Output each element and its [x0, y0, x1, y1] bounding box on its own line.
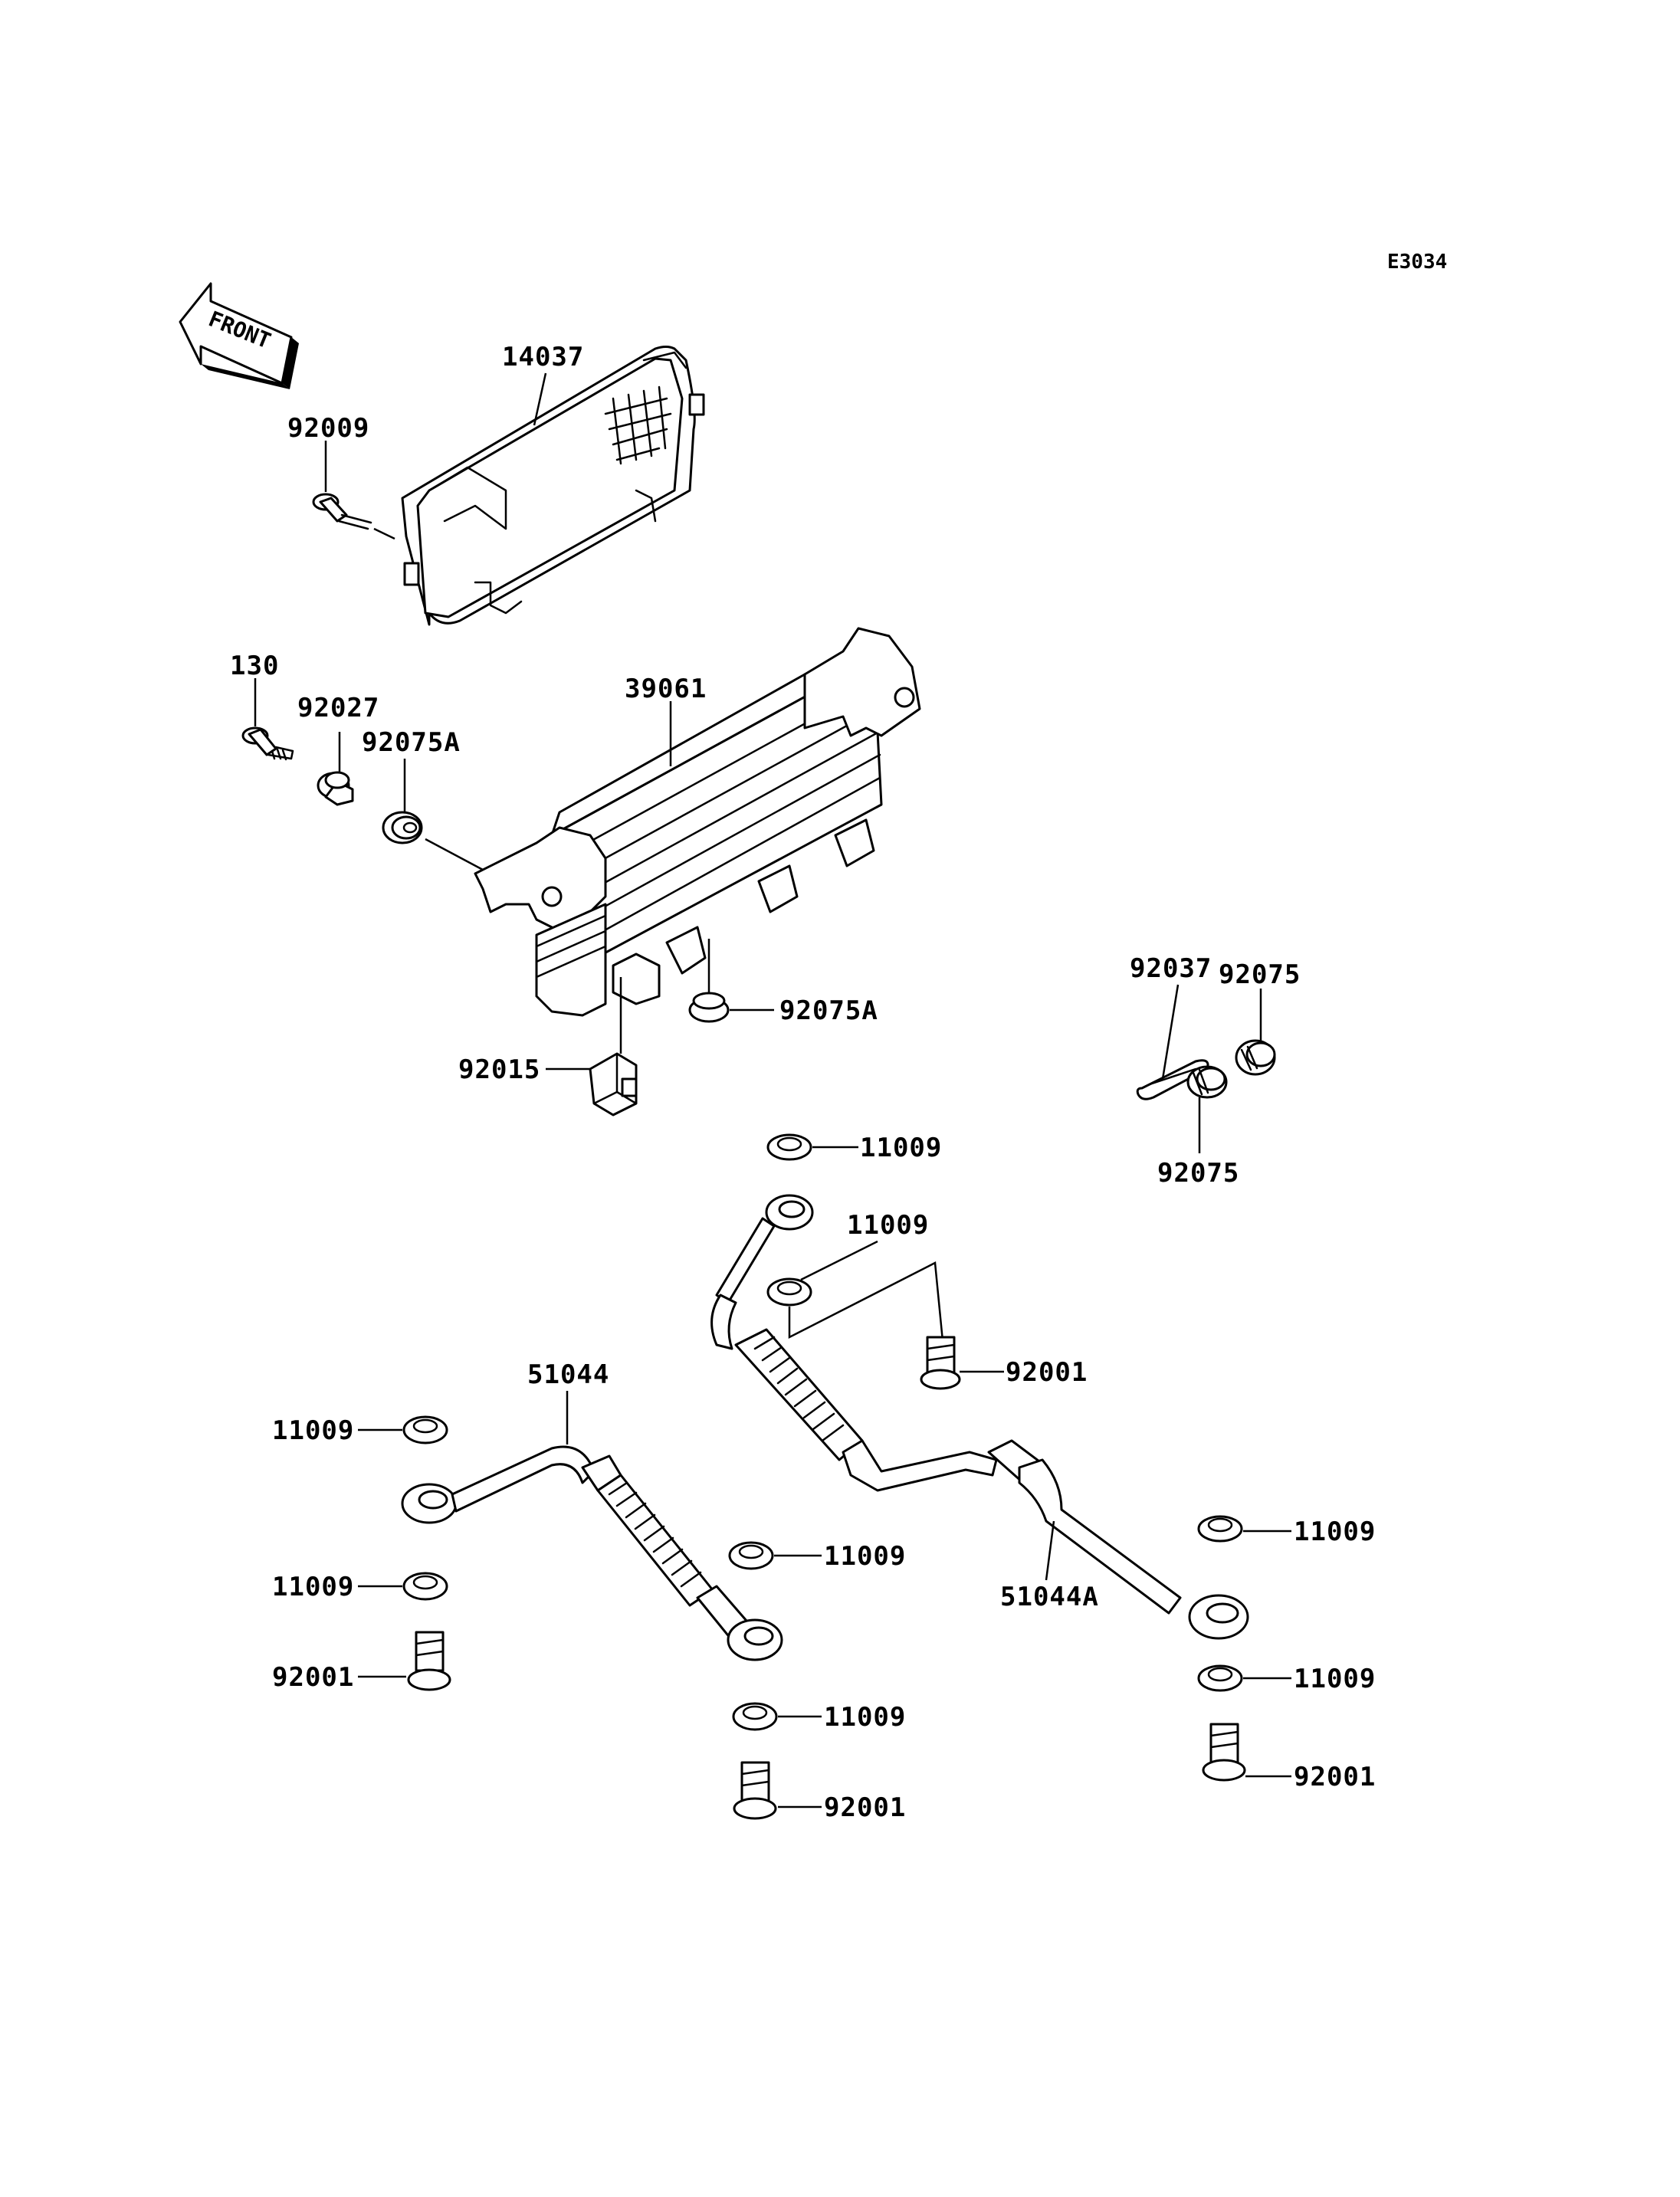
part-51044A-hose [710, 1194, 1249, 1640]
label-11009-b: 11009 [847, 1210, 929, 1241]
part-92037-clip [1136, 1059, 1209, 1100]
label-11009-h: 11009 [1294, 1664, 1376, 1694]
label-11009-g: 11009 [1294, 1517, 1376, 1547]
part-11009-washer-h [1197, 1664, 1243, 1692]
part-11009-washer-f [732, 1702, 778, 1731]
label-92001-d: 92001 [1294, 1762, 1376, 1792]
label-130: 130 [230, 651, 279, 681]
label-11009-d: 11009 [272, 1572, 354, 1602]
part-92009-screw [312, 493, 372, 530]
label-51044: 51044 [527, 1359, 609, 1390]
label-92075-top: 92075 [1219, 959, 1301, 990]
label-51044A: 51044A [1000, 1582, 1099, 1612]
front-arrow-icon: FRONT [179, 282, 299, 389]
part-92075A-grommet-top [382, 811, 423, 844]
part-11009-washer-b [766, 1277, 812, 1307]
label-92075A-top: 92075A [362, 727, 461, 758]
part-92027-collar [317, 771, 354, 806]
label-39061: 39061 [625, 674, 707, 704]
diagram-code: E3034 [1387, 251, 1447, 274]
part-92075-cap-top [1235, 1039, 1276, 1076]
part-92001-bolt-d [1202, 1723, 1246, 1782]
label-92001-c: 92001 [824, 1792, 906, 1823]
label-92015: 92015 [458, 1054, 540, 1085]
part-14037-cover [401, 346, 705, 626]
label-14037: 14037 [502, 342, 584, 372]
part-11009-washer-g [1197, 1515, 1243, 1543]
part-92075-cap-bottom [1186, 1065, 1228, 1099]
label-92001-a: 92001 [1006, 1357, 1088, 1388]
label-11009-f: 11009 [824, 1702, 906, 1733]
part-92001-bolt-c [733, 1761, 777, 1820]
label-92009: 92009 [287, 413, 369, 444]
label-92075A-bottom: 92075A [779, 995, 878, 1026]
part-11009-washer-d [402, 1572, 448, 1601]
label-11009-a: 11009 [860, 1133, 942, 1163]
label-92001-b: 92001 [272, 1662, 354, 1693]
part-130-bolt [241, 726, 294, 761]
label-11009-e: 11009 [824, 1541, 906, 1572]
part-92015-clamp [589, 1052, 638, 1117]
part-92001-bolt-a [920, 1336, 961, 1390]
label-92027: 92027 [297, 693, 379, 723]
label-92075-bottom: 92075 [1157, 1158, 1239, 1189]
part-11009-washer-e [728, 1541, 774, 1570]
label-92037: 92037 [1130, 953, 1212, 984]
part-92075A-grommet-bottom [688, 992, 730, 1023]
label-11009-c: 11009 [272, 1415, 354, 1446]
part-51044-hose [401, 1445, 783, 1661]
part-11009-washer-c [402, 1415, 448, 1444]
part-92001-bolt-b [407, 1631, 451, 1691]
part-11009-washer-a [766, 1133, 812, 1161]
part-39061-oil-cooler [474, 627, 921, 1017]
